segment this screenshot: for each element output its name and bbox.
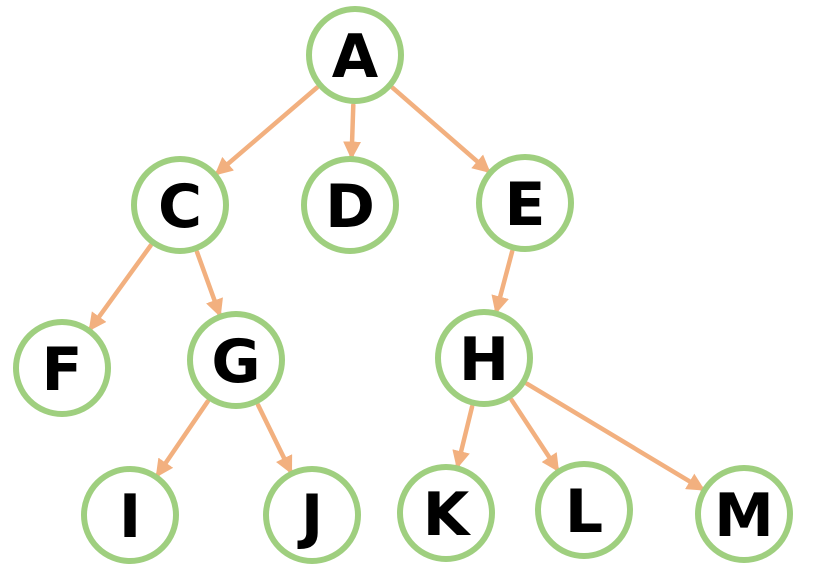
edge-h-m xyxy=(524,381,706,492)
node-f: F xyxy=(13,319,111,417)
node-m: M xyxy=(695,465,793,563)
node-circle xyxy=(435,309,533,407)
node-circle xyxy=(306,6,404,104)
node-circle xyxy=(13,319,111,417)
edge-e-h xyxy=(491,249,515,315)
node-circle xyxy=(131,156,229,254)
edges-layer xyxy=(88,85,706,492)
node-label: M xyxy=(714,481,774,551)
node-label: J xyxy=(297,482,323,552)
node-label: G xyxy=(211,327,260,397)
edge-h-l xyxy=(509,397,560,473)
node-circle xyxy=(397,464,495,562)
node-l: L xyxy=(535,461,633,559)
node-circle xyxy=(263,466,361,564)
node-label: E xyxy=(505,170,546,240)
node-d: D xyxy=(301,156,399,254)
node-label: K xyxy=(423,480,472,550)
edge-g-i xyxy=(155,399,211,478)
edge-a-c xyxy=(214,85,320,176)
node-i: I xyxy=(81,466,179,564)
node-circle xyxy=(301,156,399,254)
node-k: K xyxy=(397,464,495,562)
node-circle xyxy=(187,311,285,409)
node-label: A xyxy=(332,22,379,92)
node-label: D xyxy=(325,172,375,242)
node-label: L xyxy=(565,477,603,547)
node-label: C xyxy=(158,172,202,242)
node-circle xyxy=(81,466,179,564)
node-h: H xyxy=(435,309,533,407)
node-a: A xyxy=(306,6,404,104)
edge-c-g xyxy=(194,249,223,318)
node-label: H xyxy=(459,325,509,395)
edge-g-j xyxy=(255,402,293,475)
node-label: F xyxy=(42,335,83,405)
nodes-layer: A C D E F G H I J K L M xyxy=(13,6,793,564)
node-label: I xyxy=(119,482,141,552)
node-e: E xyxy=(476,154,574,252)
edge-c-f xyxy=(88,243,153,332)
node-g: G xyxy=(187,311,285,409)
node-j: J xyxy=(263,466,361,564)
node-circle xyxy=(535,461,633,559)
edge-a-d xyxy=(343,102,362,160)
node-c: C xyxy=(131,156,229,254)
node-circle xyxy=(476,154,574,252)
edge-a-e xyxy=(390,85,491,174)
node-circle xyxy=(695,465,793,563)
edge-h-k xyxy=(452,404,475,469)
